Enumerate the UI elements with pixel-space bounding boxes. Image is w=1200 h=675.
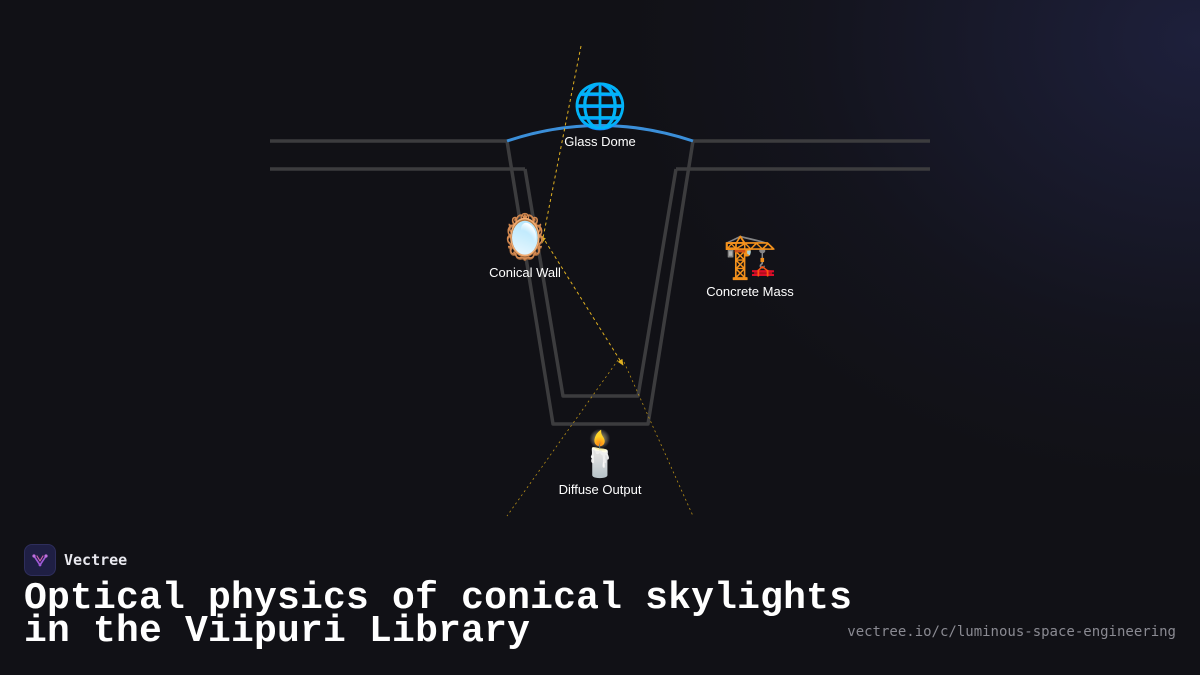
- reflected-ray: [541, 235, 624, 366]
- node-conical-wall: 🪞 Conical Wall: [489, 213, 561, 281]
- node-diffuse-output: 🕯️ Diffuse Output: [559, 430, 642, 498]
- node-label: Glass Dome: [564, 134, 636, 149]
- brand-name: Vectree: [64, 551, 128, 569]
- vectree-logo-icon: [24, 544, 56, 576]
- page-title: Optical physics of conical skylights in …: [24, 577, 853, 653]
- brand: Vectree: [24, 544, 127, 576]
- cone-inner-wall: [523, 168, 678, 398]
- node-glass-dome: 🌐 Glass Dome: [564, 82, 636, 150]
- node-label: Diffuse Output: [558, 482, 642, 497]
- glass-dome-arc: [506, 124, 694, 143]
- candle-icon: 🕯️: [572, 430, 628, 479]
- title-line-2: in the Viipuri Library: [24, 610, 531, 653]
- node-label: Conical Wall: [489, 265, 561, 280]
- mirror-icon: 🪞: [497, 213, 553, 262]
- node-concrete-mass: 🏗️ Concrete Mass: [706, 232, 793, 300]
- cone-outer-wall: [505, 140, 695, 426]
- diffuse-ray-right: [623, 361, 694, 517]
- node-label: Concrete Mass: [706, 284, 794, 299]
- globe-icon: 🌐: [572, 82, 628, 131]
- diffuse-ray-left: [506, 359, 619, 517]
- source-url: vectree.io/c/luminous-space-engineering: [847, 624, 1176, 640]
- title-line-1: Optical physics of conical skylights: [24, 577, 853, 620]
- crane-icon: 🏗️: [722, 232, 778, 281]
